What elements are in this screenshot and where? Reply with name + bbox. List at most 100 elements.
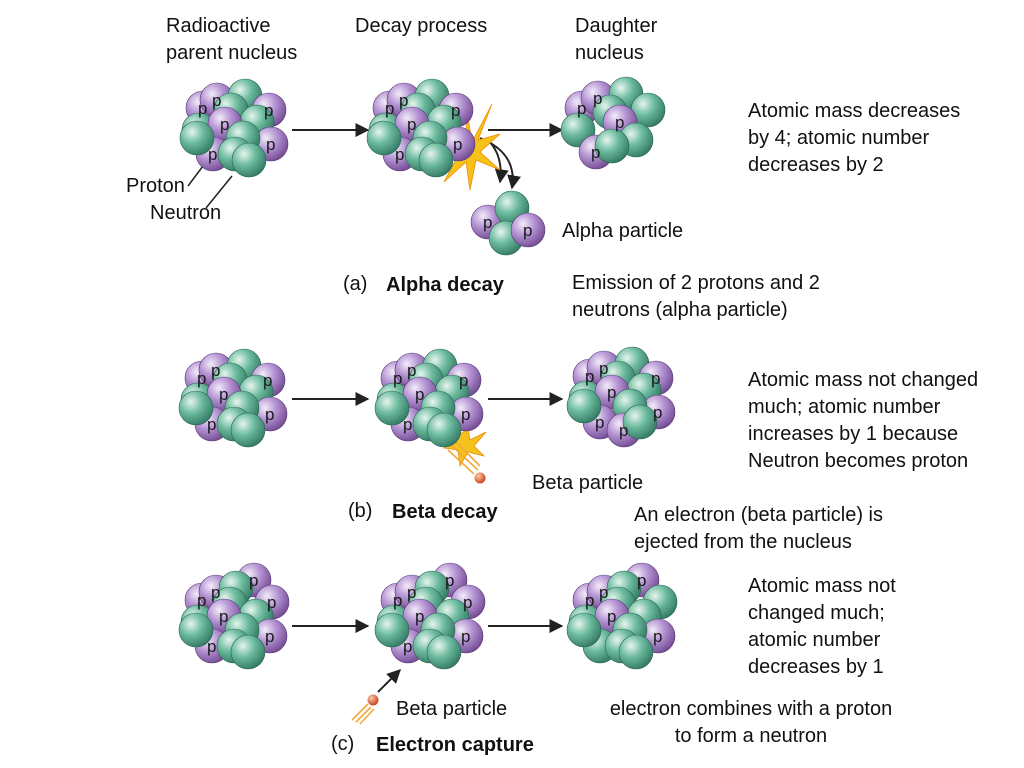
proton-symbol: p — [653, 403, 662, 422]
arrow-capture-electron — [377, 669, 401, 693]
neutron — [618, 634, 654, 670]
proton-symbol: p — [407, 583, 416, 602]
neutron — [230, 412, 266, 448]
beta-flash — [443, 427, 487, 468]
capture-particle-trail — [351, 703, 375, 725]
proton-symbol: p — [393, 591, 402, 610]
proton-symbol: p — [415, 607, 424, 626]
electron-capture-title: Electron capture — [376, 734, 534, 756]
neutron — [366, 120, 402, 156]
proton-symbol: p — [267, 593, 276, 612]
proton-symbol: p — [208, 145, 217, 164]
proton-symbol: p — [607, 607, 616, 626]
proton-symbol: p — [599, 359, 608, 378]
proton-symbol: p — [607, 383, 616, 402]
alpha-letter: (a) — [343, 273, 368, 295]
proton-symbol: p — [453, 135, 462, 154]
proton-label: Proton — [126, 175, 185, 197]
proton-symbol: p — [197, 591, 206, 610]
neutron-leader — [205, 175, 233, 209]
neutron — [178, 390, 214, 426]
proton-symbol: p — [393, 369, 402, 388]
neutron — [374, 390, 410, 426]
neutron — [566, 612, 602, 648]
proton-symbol: p — [637, 571, 646, 590]
proton-symbol: p — [212, 91, 221, 110]
proton-symbol: p — [403, 637, 412, 656]
capture-emission-text: electron combines with a proton to form … — [609, 698, 893, 747]
proton-symbol: p — [399, 91, 408, 110]
neutron — [594, 128, 630, 164]
alpha-emission-text: Emission of 2 protons and 2 neutrons (al… — [572, 272, 820, 321]
proton-symbol: p — [463, 593, 472, 612]
neutron — [178, 612, 214, 648]
proton-symbol: p — [265, 627, 274, 646]
capture-electron — [367, 694, 379, 706]
header-daughter-nucleus: Daughter nucleus — [575, 15, 658, 64]
proton — [510, 212, 546, 248]
alpha-particle-label: Alpha particle — [562, 220, 684, 242]
proton-symbol: p — [461, 405, 470, 424]
neutron — [179, 120, 215, 156]
beta-letter: (b) — [348, 500, 373, 522]
proton-symbol: p — [264, 101, 273, 120]
beta-particle-trail — [447, 441, 481, 475]
proton-symbol: p — [266, 135, 275, 154]
proton-symbol: p — [395, 145, 404, 164]
neutron — [622, 404, 658, 440]
proton-symbol: p — [653, 627, 662, 646]
header-decay-process: Decay process — [355, 15, 488, 37]
proton-symbol: p — [263, 371, 272, 390]
proton-symbol: p — [207, 637, 216, 656]
alpha-decay-title: Alpha decay — [386, 274, 504, 296]
proton-symbol: p — [461, 627, 470, 646]
proton-symbol: p — [415, 385, 424, 404]
proton-symbol: p — [207, 415, 216, 434]
proton-symbol: p — [523, 221, 532, 240]
proton-symbol: p — [265, 405, 274, 424]
proton-symbol: p — [211, 361, 220, 380]
proton-symbol: p — [197, 369, 206, 388]
header-parent-nucleus: Radioactive parent nucleus — [166, 15, 298, 64]
neutron — [374, 612, 410, 648]
proton-symbol: p — [220, 115, 229, 134]
capture-letter: (c) — [331, 733, 355, 755]
proton-symbol: p — [198, 99, 207, 118]
proton-symbol: p — [445, 571, 454, 590]
neutron — [231, 142, 267, 178]
neutron — [418, 142, 454, 178]
proton-symbol: p — [219, 607, 228, 626]
proton-symbol: p — [451, 101, 460, 120]
neutron-label: Neutron — [150, 202, 222, 224]
proton-symbol: p — [211, 583, 220, 602]
capture-particle-label: Beta particle — [396, 698, 508, 720]
alpha-effect-text: Atomic mass decreases by 4; atomic numbe… — [748, 100, 961, 176]
beta-emission-text: An electron (beta particle) is ejected f… — [634, 504, 884, 553]
proton-symbol: p — [407, 361, 416, 380]
proton-symbol: p — [593, 89, 602, 108]
proton-symbol: p — [651, 369, 660, 388]
proton-symbol: p — [577, 99, 586, 118]
neutron — [566, 388, 602, 424]
neutron — [426, 634, 462, 670]
proton-symbol: p — [459, 371, 468, 390]
proton-symbol: p — [595, 413, 604, 432]
proton-symbol: p — [615, 113, 624, 132]
proton-symbol: p — [403, 415, 412, 434]
proton-symbol: p — [483, 213, 492, 232]
proton-symbol: p — [219, 385, 228, 404]
proton-symbol: p — [407, 115, 416, 134]
beta-effect-text: Atomic mass not changed much; atomic num… — [748, 369, 979, 472]
proton-symbol: p — [599, 583, 608, 602]
proton-symbol: p — [585, 591, 594, 610]
